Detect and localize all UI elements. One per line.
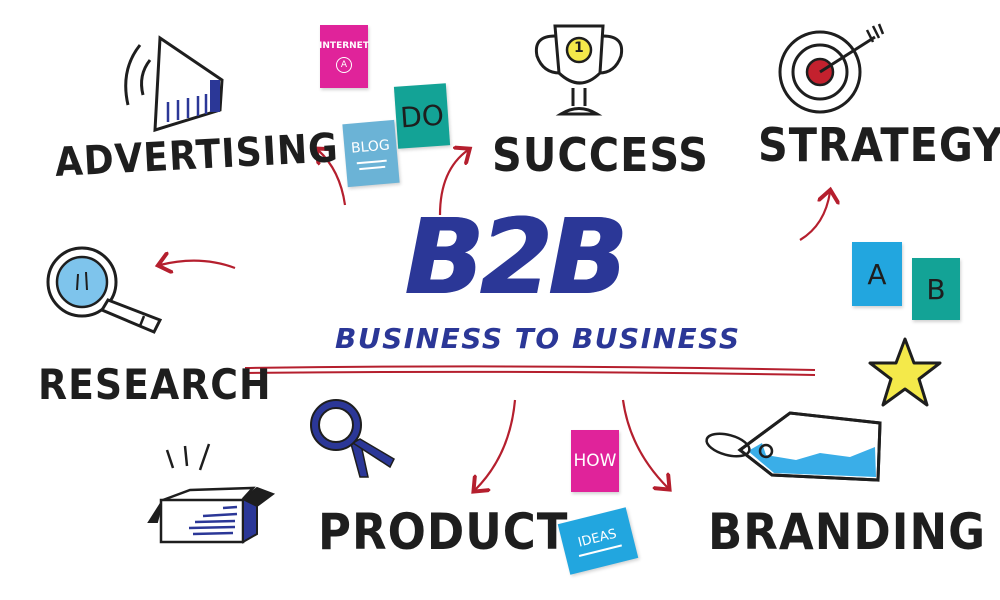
ribbon-icon [310,399,395,478]
node-product-label: PRODUCT [318,503,569,561]
target-icon [778,23,885,114]
b2b-title: B2B [405,196,628,318]
sticky-note-b: B [912,258,960,320]
sticky-note-blog: BLOG [342,119,400,188]
trophy-badge: 1 [574,40,584,56]
box-icon [147,443,276,544]
star-icon [868,337,942,407]
sticky-note-how: HOW [571,430,619,492]
node-success-label: SUCCESS [492,128,709,182]
title-underline [244,365,816,376]
sticky-note-do: DO [393,83,451,149]
node-strategy-label: STRATEGY [758,118,1000,172]
tag-icon [705,411,882,482]
magnifier-icon [46,246,163,334]
node-branding-label: BRANDING [708,503,987,561]
node-research-label: RESEARCH [38,360,272,409]
b2b-subtitle: BUSINESS TO BUSINESS [335,322,741,355]
sticky-note-a: A [852,242,902,306]
megaphone-icon [124,35,224,133]
trophy-icon [534,24,624,116]
sticky-note-internet: INTERNET A [319,25,369,88]
